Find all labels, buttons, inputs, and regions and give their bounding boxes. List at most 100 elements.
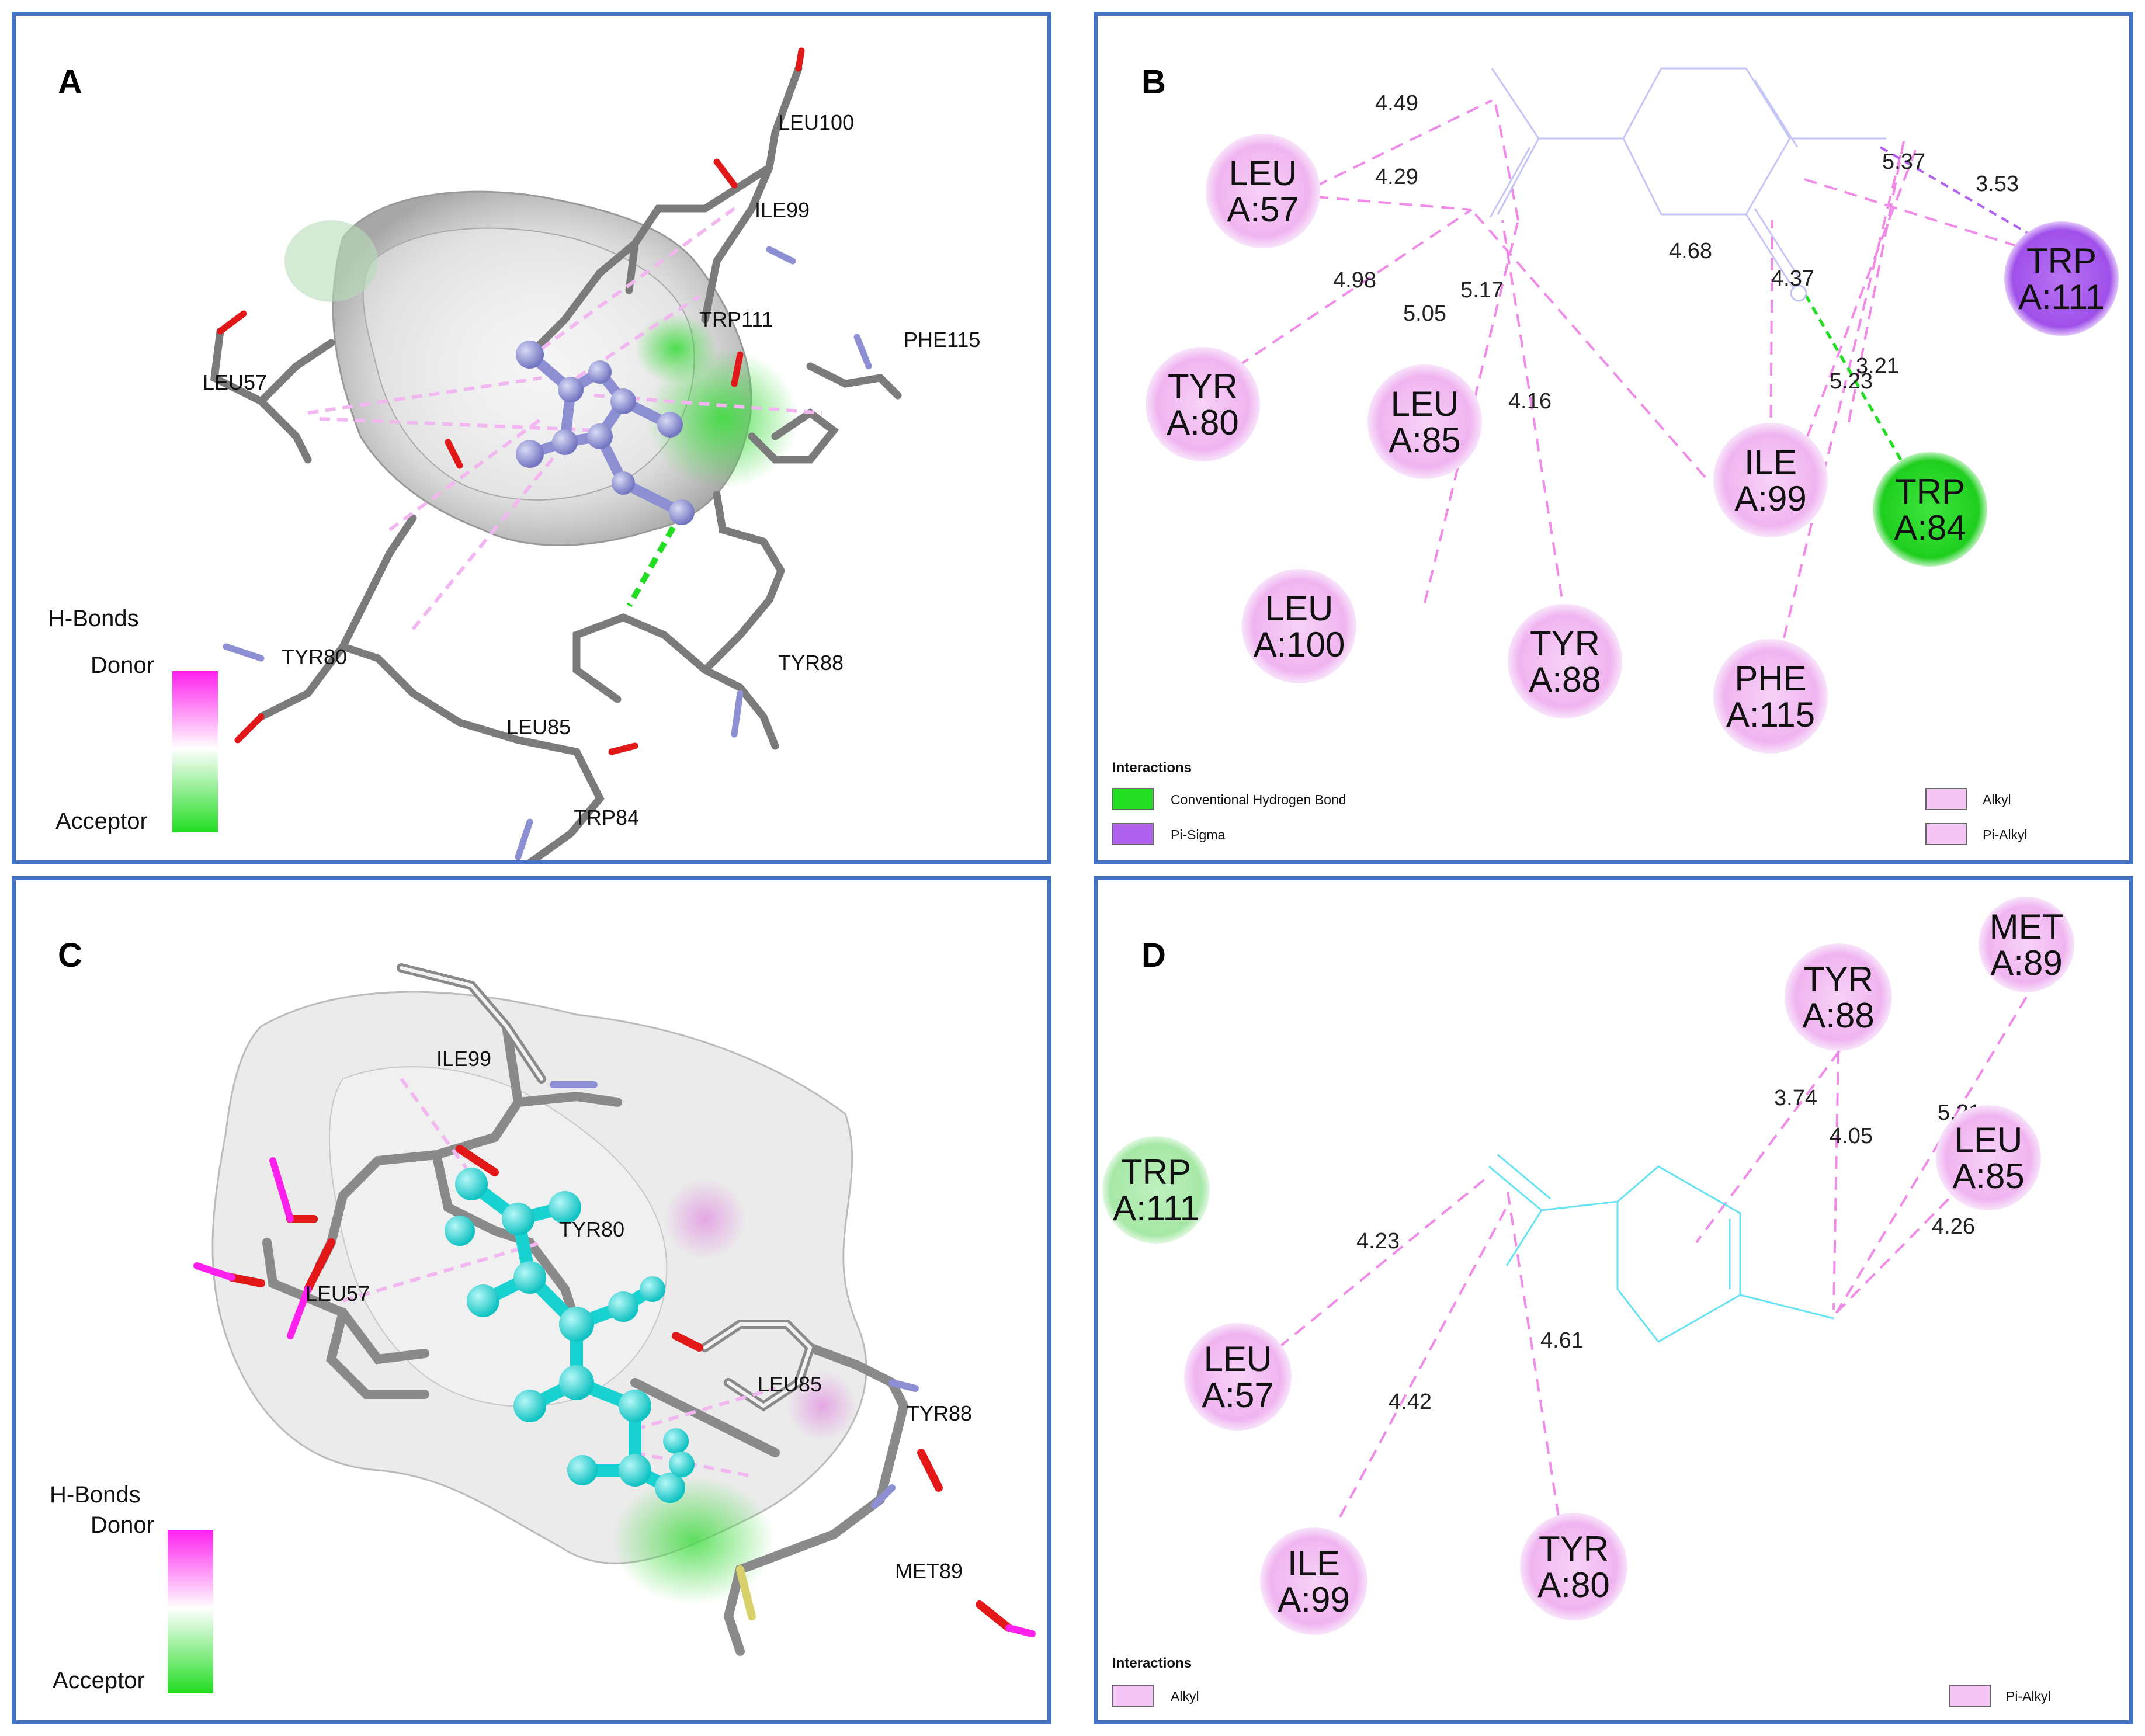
interaction-lines: [1278, 996, 2028, 1558]
residue-name: TRP: [2026, 241, 2097, 280]
residue-label-leu57: LEU57: [203, 370, 267, 394]
panel-c-3d-view: ILE99 TYR80 LEU57 LEU85 TYR88 MET89 H-Bo…: [50, 963, 1036, 1693]
residue-node: TYR A:88: [1508, 604, 1622, 718]
residue-name: TYR: [1539, 1529, 1609, 1568]
residue-sticks: [193, 963, 1036, 1656]
hbond-gradient-bar: [168, 1530, 213, 1693]
residue-chain: A:111: [2018, 277, 2105, 317]
residue-chain: A:85: [1389, 421, 1460, 460]
residue-chain: A:84: [1894, 508, 1966, 547]
residue-node: ILE A:99: [1713, 423, 1828, 537]
residue-chain: A:89: [1990, 943, 2062, 982]
residue-sticks: [210, 47, 902, 860]
residue-chain: A:57: [1227, 190, 1299, 229]
residue-name: PHE: [1734, 659, 1806, 698]
residue-name: LEU: [1955, 1120, 2023, 1159]
interactions-legend-title: Interactions: [1112, 1655, 1192, 1671]
residue-name: MET: [1990, 907, 2064, 946]
residue-chain: A:85: [1952, 1157, 2024, 1196]
distance-label: 3.21: [1856, 354, 1899, 379]
panel-label-c: C: [58, 936, 82, 974]
residue-node: TYR A:80: [1146, 347, 1260, 461]
panel-label-a: A: [58, 63, 82, 101]
interactions-legend-title: Interactions: [1112, 760, 1192, 776]
residue-node: ILE A:99: [1260, 1527, 1367, 1635]
residue-name: LEU: [1391, 384, 1459, 423]
distance-label: 4.42: [1389, 1390, 1432, 1414]
distance-label: 3.74: [1774, 1086, 1817, 1110]
ligand-ball-and-stick: [445, 1168, 695, 1503]
hbond-line: [1804, 294, 1903, 461]
residue-name: LEU: [1229, 154, 1297, 193]
residue-node: LEU A:100: [1242, 569, 1356, 683]
legend-item-pi-sigma: Pi-Sigma: [1171, 827, 1226, 842]
residue-label-tyr80: TYR80: [282, 645, 347, 669]
panel-label-d: D: [1141, 936, 1166, 974]
residue-label-trp111: TRP111: [699, 307, 773, 331]
residue-name: LEU: [1265, 589, 1334, 628]
residue-chain: A:99: [1278, 1580, 1349, 1619]
residue-label-tyr88: TYR88: [778, 651, 844, 675]
residue-label-leu100: LEU100: [778, 110, 854, 134]
residue-label-ile99: ILE99: [436, 1047, 491, 1071]
legend-item-hbond: Conventional Hydrogen Bond: [1171, 792, 1346, 807]
residue-name: TRP: [1121, 1152, 1191, 1192]
distance-label: 3.53: [1976, 172, 2019, 196]
residue-node: TRP A:111: [1102, 1136, 1210, 1244]
panel-b-2d-diagram: 4.49 4.29 5.37 3.53 4.98 5.05 5.17 4.68 …: [1112, 67, 2119, 845]
distance-label: 4.23: [1356, 1229, 1400, 1254]
residue-label-trp84: TRP84: [574, 805, 639, 829]
residue-label-tyr80: TYR80: [559, 1217, 624, 1241]
distance-label: 5.37: [1882, 150, 1925, 174]
hbond-legend-acceptor: Acceptor: [53, 1668, 145, 1693]
distance-label: 4.29: [1375, 165, 1418, 189]
interaction-lines: [307, 207, 822, 630]
distance-label: 4.37: [1771, 266, 1814, 291]
distance-label: 4.98: [1333, 268, 1376, 293]
hbond-legend-acceptor: Acceptor: [55, 808, 148, 834]
legend-item-pi-alkyl: Pi-Alkyl: [2006, 1689, 2051, 1704]
distance-label: 5.05: [1403, 301, 1446, 326]
residue-label-leu85: LEU85: [506, 715, 571, 739]
pi-sigma-line: [1879, 146, 2057, 251]
residue-node: TRP A:111: [2004, 221, 2119, 336]
residue-node: TYR A:80: [1520, 1513, 1627, 1620]
residue-node: TYR A:88: [1785, 943, 1892, 1051]
ligand-ball-and-stick: [516, 341, 695, 525]
residue-label-tyr88: TYR88: [907, 1401, 972, 1425]
ligand-2d-structure: [1488, 1154, 1834, 1343]
residue-node: LEU A:57: [1206, 134, 1320, 248]
interactions-legend: Interactions Conventional Hydrogen Bond …: [1112, 760, 2028, 845]
residue-label-met89: MET89: [895, 1559, 963, 1583]
distance-label: 5.17: [1460, 278, 1504, 303]
distance-label: 4.61: [1540, 1328, 1584, 1353]
legend-item-alkyl: Alkyl: [1171, 1689, 1199, 1704]
panel-d-2d-diagram: 3.74 4.05 5.21 4.26 4.23 4.61 4.42 MET A…: [1102, 897, 2074, 1707]
residue-name: TRP: [1895, 472, 1965, 511]
panel-label-b: B: [1141, 63, 1166, 101]
distance-label: 4.49: [1375, 91, 1418, 116]
residue-chain: A:88: [1529, 660, 1601, 699]
legend-item-alkyl: Alkyl: [1983, 792, 2011, 807]
residue-name: TYR: [1530, 624, 1600, 663]
residue-label-leu57: LEU57: [306, 1282, 370, 1306]
residue-node: MET A:89: [1979, 897, 2074, 992]
panel-b: B: [1094, 12, 2133, 864]
legend-item-pi-alkyl: Pi-Alkyl: [1983, 827, 2028, 842]
residue-node: LEU A:57: [1184, 1323, 1292, 1431]
residue-name: ILE: [1744, 443, 1797, 482]
residue-chain: A:57: [1202, 1376, 1273, 1415]
residue-node: LEU A:85: [1936, 1105, 2041, 1210]
panel-d: D: [1094, 876, 2133, 1724]
residue-node: TRP A:84: [1873, 452, 1987, 567]
residue-chain: A:80: [1537, 1565, 1609, 1605]
distance-label: 4.16: [1508, 389, 1552, 414]
residue-name: LEU: [1204, 1339, 1272, 1379]
residue-label-ile99: ILE99: [755, 198, 810, 222]
distance-label: 5.23: [1830, 369, 1873, 394]
residue-label-phe115: PHE115: [904, 328, 980, 352]
residue-name: TYR: [1803, 960, 1873, 999]
residue-node: LEU A:85: [1367, 364, 1482, 479]
hbond-legend: H-Bonds Donor Acceptor: [48, 606, 218, 834]
interaction-lines: [1202, 99, 2103, 638]
